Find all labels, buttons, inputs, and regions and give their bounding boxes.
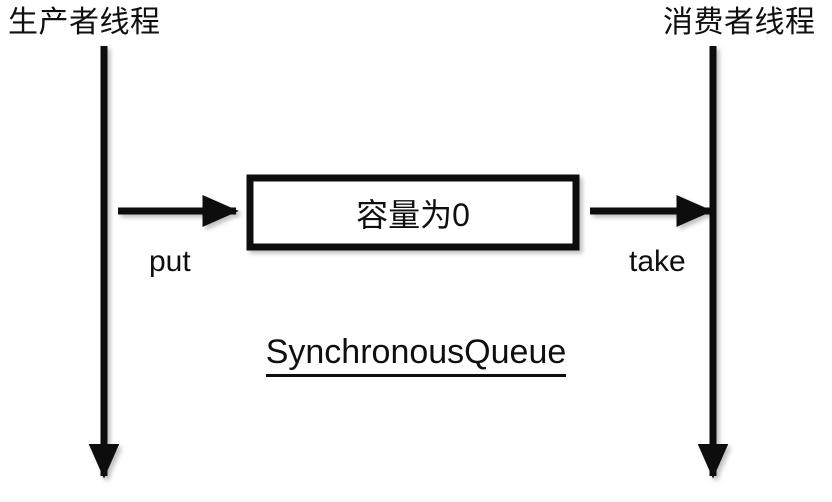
take-operation-label: take — [629, 245, 686, 278]
queue-caption: SynchronousQueue — [0, 333, 832, 377]
queue-caption-text: SynchronousQueue — [265, 333, 567, 377]
queue-box — [246, 174, 580, 251]
consumer-thread-label: 消费者线程 — [663, 6, 816, 39]
put-operation-label: put — [149, 245, 191, 278]
producer-thread-label: 生产者线程 — [8, 6, 161, 39]
